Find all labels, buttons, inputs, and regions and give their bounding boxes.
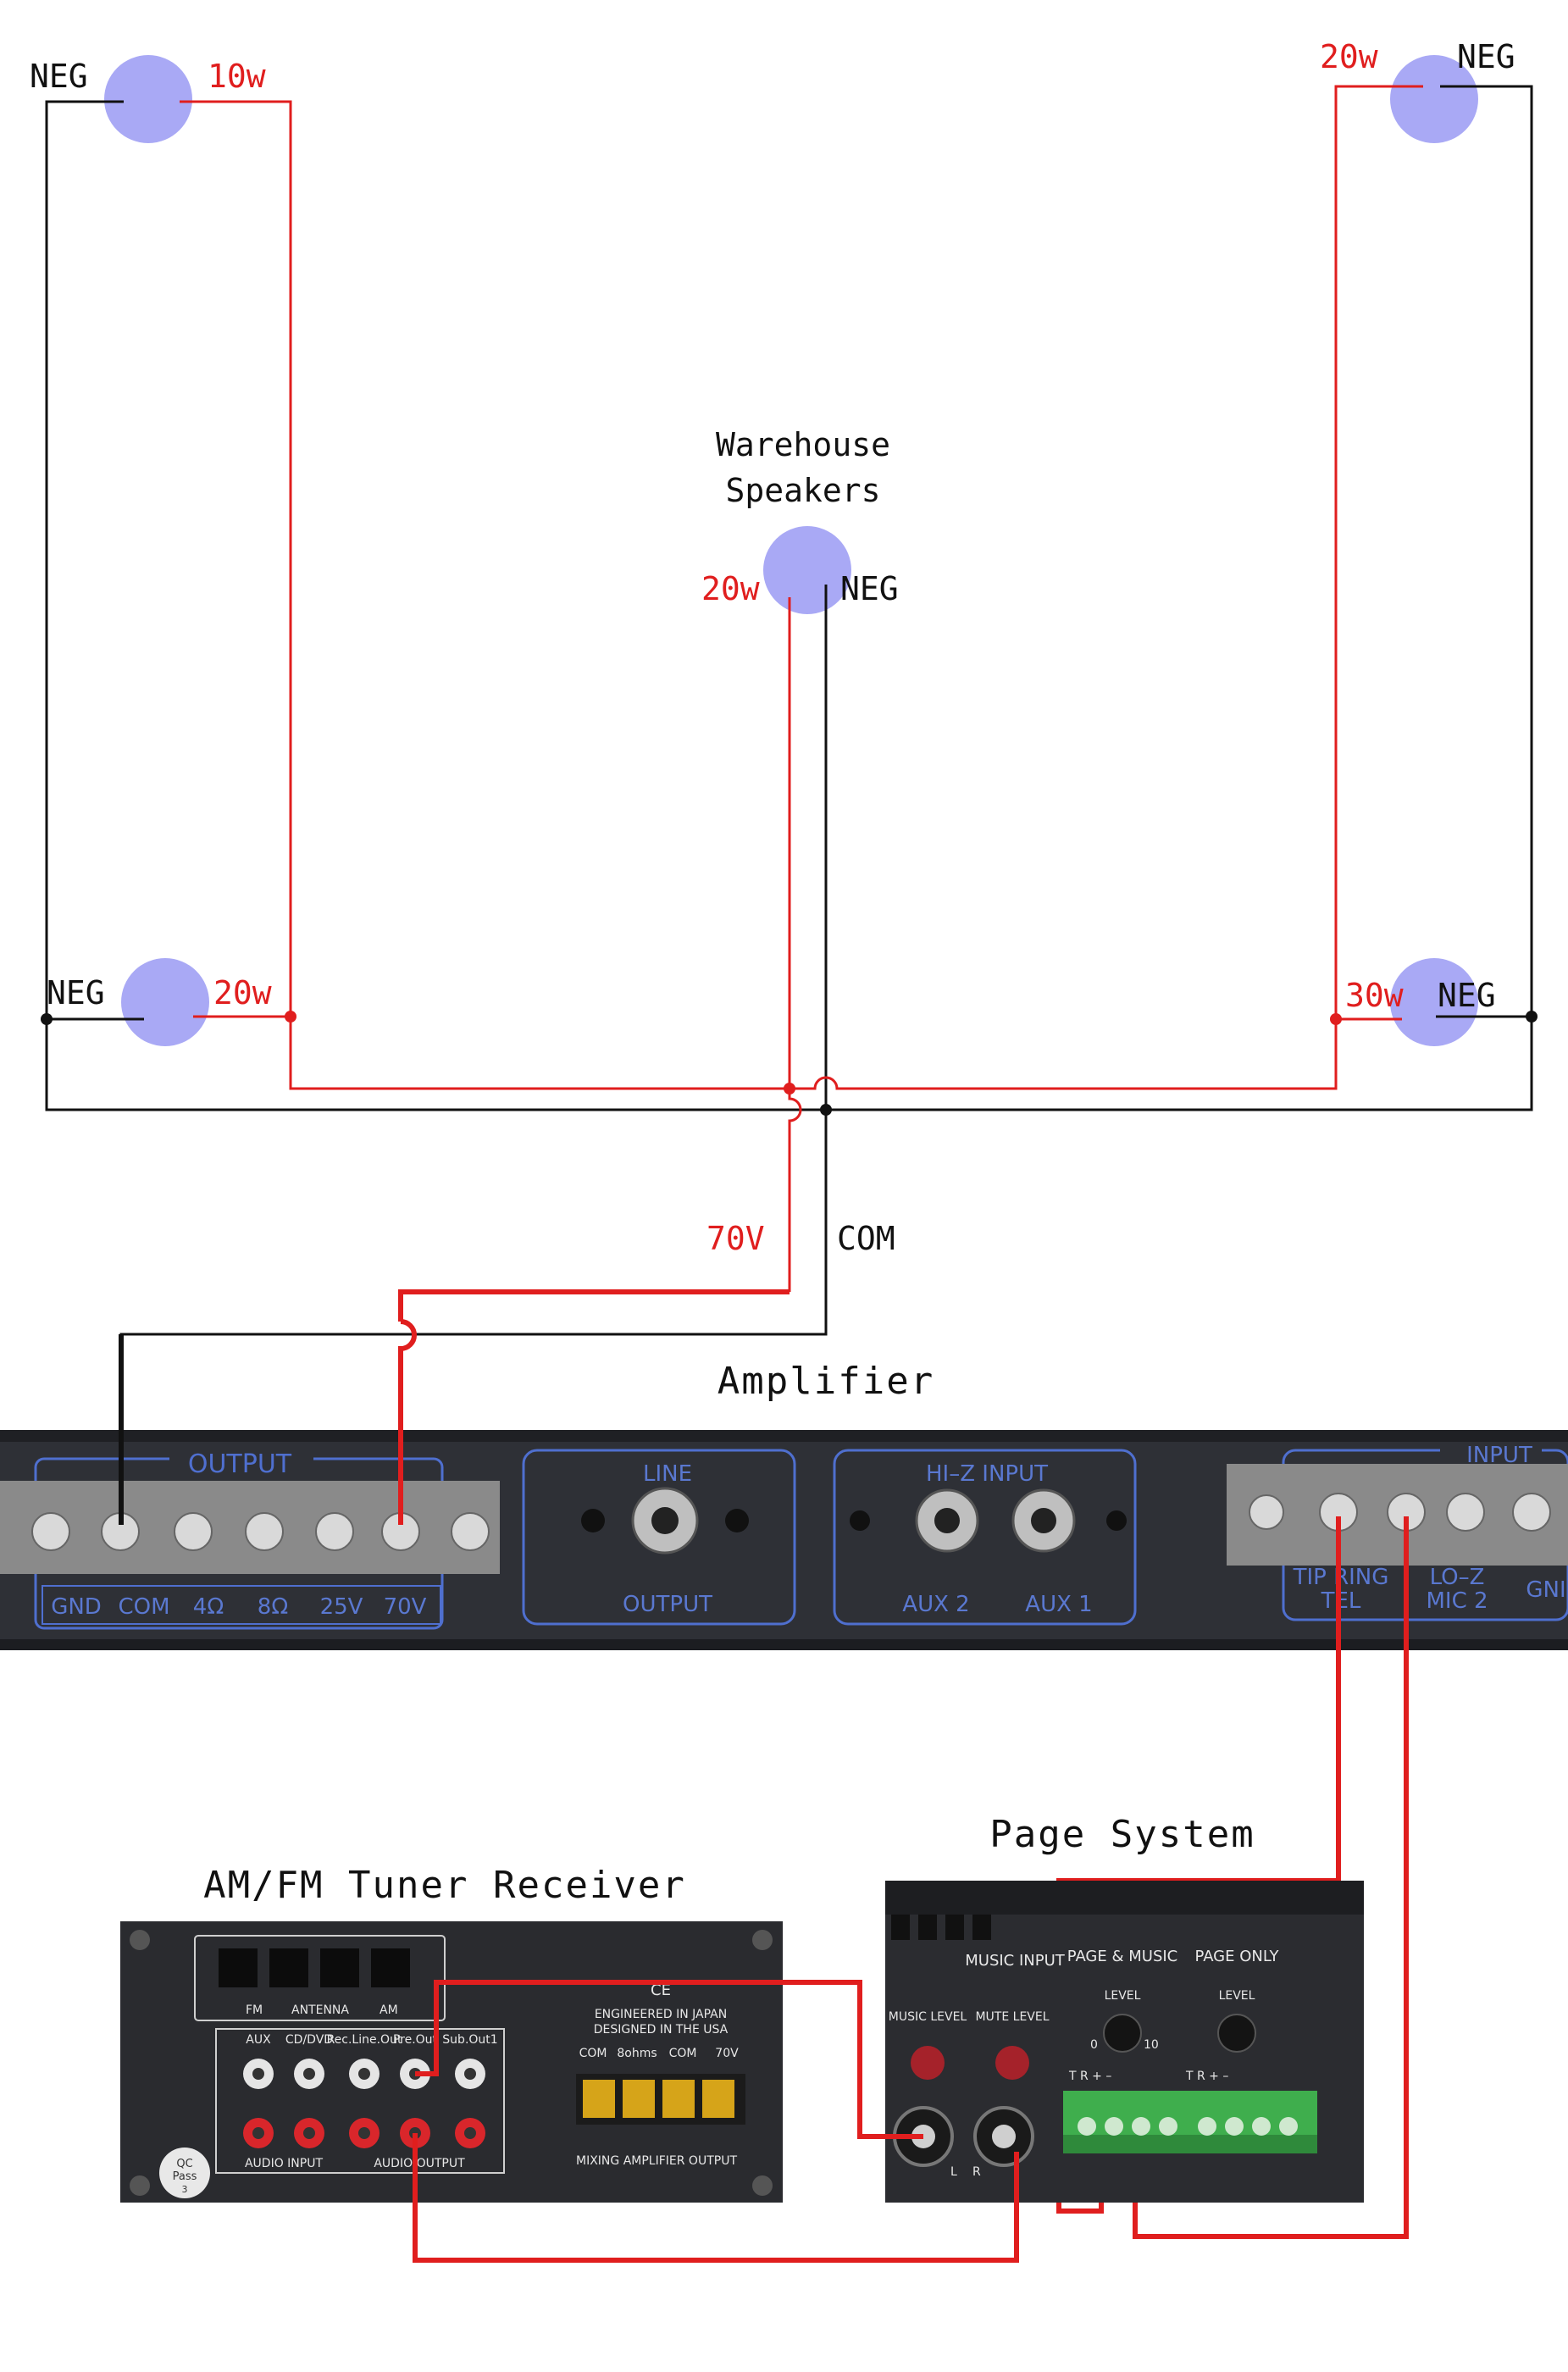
junction-dot xyxy=(784,1083,795,1095)
tuner-com-label-2: COM xyxy=(669,2047,697,2060)
amp-terminal-25v: 25V xyxy=(320,1594,363,1620)
speaker-bottom-left-tap-label: 20w xyxy=(213,974,272,1011)
amp-aux1-label: AUX 1 xyxy=(1025,1592,1092,1617)
line-common-label: COM xyxy=(837,1220,895,1257)
diagram-title-line1: Warehouse xyxy=(716,426,890,463)
tuner-engineered-line1: ENGINEERED IN JAPAN xyxy=(595,2008,727,2021)
tuner-70v-label: 70V xyxy=(715,2047,739,2060)
neg-wire-right-loop xyxy=(826,85,1533,1111)
speaker-top-left xyxy=(104,55,192,143)
speaker-top-right xyxy=(1390,55,1478,143)
speaker-top-left-tap-label: 10w xyxy=(208,58,266,95)
pos-wire-to-amp-hop xyxy=(398,1319,417,1516)
pos-wire-left-loop xyxy=(180,100,790,1090)
speaker-center-tap-label: 20w xyxy=(701,570,760,607)
tuner-aux-label: AUX xyxy=(246,2033,271,2047)
amp-gnd-label: GNI xyxy=(1526,1577,1565,1603)
speaker-center xyxy=(763,526,851,614)
speaker-bottom-right xyxy=(1390,958,1478,1046)
amplifier-title: Amplifier xyxy=(718,1360,934,1403)
tuner-audio-input-label: AUDIO INPUT xyxy=(245,2157,323,2170)
speaker-top-right-neg-label: NEG xyxy=(1457,38,1515,75)
amp-terminal-com: COM xyxy=(118,1594,169,1620)
speaker-bottom-left xyxy=(121,958,209,1046)
speaker-top-right-tap-label: 20w xyxy=(1320,38,1378,75)
speaker-bottom-right-tap-label: 30w xyxy=(1345,977,1404,1014)
amp-aux2-label: AUX 2 xyxy=(902,1592,969,1617)
tuner-recline-label: Rec.Line.Out xyxy=(327,2033,402,2047)
junction-dot xyxy=(1330,1013,1342,1025)
amp-terminal-70v: 70V xyxy=(384,1594,427,1620)
tuner-com-label-1: COM xyxy=(579,2047,607,2060)
tuner-qc-text-3: 3 xyxy=(182,2184,188,2195)
page-music-level-knob[interactable] xyxy=(911,2046,945,2080)
tuner-engineered-line2: DESIGNED IN THE USA xyxy=(594,2023,729,2037)
amp-mic2-label: MIC 2 xyxy=(1426,1588,1488,1614)
page-only-label: PAGE ONLY xyxy=(1194,1948,1279,1965)
junction-dot xyxy=(41,1013,53,1025)
amp-terminal-4ohm: 4Ω xyxy=(193,1594,224,1620)
junction-dot xyxy=(820,1104,832,1116)
tuner-qc-text-1: QC xyxy=(176,2158,192,2170)
tuner-8ohms-label: 8ohms xyxy=(617,2047,657,2060)
tuner-qc-sticker xyxy=(159,2148,210,2198)
tuner-antenna-label: ANTENNA xyxy=(291,2003,349,2017)
page-scale-min: 0 xyxy=(1090,2038,1098,2052)
junction-dot xyxy=(1526,1011,1538,1023)
pos-wire-crossover-right xyxy=(790,85,1391,1090)
tuner-am-label: AM xyxy=(380,2003,398,2017)
page-only-knob[interactable] xyxy=(1217,2014,1256,2053)
page-music-level-text: LEVEL xyxy=(1105,1989,1141,2003)
tuner-panel: FM ANTENNA AM AUX CD/DVD Rec.Line.Out Pr… xyxy=(120,1921,783,2203)
tuner-title: AM/FM Tuner Receiver xyxy=(203,1864,686,1907)
speaker-center-neg-label: NEG xyxy=(840,570,899,607)
pos-wire-to-amp xyxy=(398,1289,790,1322)
amp-line-output-label: OUTPUT xyxy=(623,1592,712,1617)
page-scale-max: 10 xyxy=(1144,2038,1159,2052)
speaker-top-left-neg-label: NEG xyxy=(30,58,88,95)
pos-wire-center xyxy=(788,597,802,1292)
amp-output-terminal-strip xyxy=(31,1512,490,1551)
tuner-fm-label: FM xyxy=(246,2003,263,2017)
page-mute-level-knob[interactable] xyxy=(995,2046,1029,2080)
page-mute-level-label: MUTE LEVEL xyxy=(975,2010,1049,2024)
amp-loz-label: LO–Z xyxy=(1430,1565,1485,1590)
wire-tuner-preout-r-to-page-r xyxy=(413,2133,1019,2263)
page-and-music-label: PAGE & MUSIC xyxy=(1067,1948,1178,1965)
page-only-level-text: LEVEL xyxy=(1219,1989,1255,2003)
line-voltage-label: 70V xyxy=(706,1220,765,1257)
junction-dot xyxy=(285,1011,296,1023)
tuner-qc-text-2: Pass xyxy=(173,2170,197,2183)
tuner-mixing-output-label: MIXING AMPLIFIER OUTPUT xyxy=(576,2154,737,2168)
page-trpm-label-left: T R + – xyxy=(1068,2070,1111,2083)
page-system-title: Page System xyxy=(989,1813,1255,1856)
page-system-panel: MUSIC INPUT MUSIC LEVEL MUTE LEVEL PAGE … xyxy=(885,1881,1364,2203)
page-jack-r-label: R xyxy=(972,2165,981,2179)
speaker-bottom-left-neg-label: NEG xyxy=(47,974,105,1011)
neg-wire-left-loop xyxy=(45,100,826,1111)
page-music-input-label: MUSIC INPUT xyxy=(965,1952,1066,1970)
tuner-audio-output-label: AUDIO OUTPUT xyxy=(374,2157,465,2170)
amp-terminal-gnd: GND xyxy=(51,1594,102,1620)
tuner-subout1-label: Sub.Out1 xyxy=(442,2033,497,2047)
page-and-music-knob[interactable] xyxy=(1103,2014,1142,2053)
tuner-ce-mark: CE xyxy=(651,1981,671,1999)
page-jack-l-label: L xyxy=(950,2165,957,2179)
amp-hiz-label: HI–Z INPUT xyxy=(926,1461,1048,1487)
page-trpm-label-right: T R + – xyxy=(1185,2070,1228,2083)
speaker-bottom-right-neg-label: NEG xyxy=(1438,977,1496,1014)
amp-line-label: LINE xyxy=(643,1461,692,1487)
diagram-title-line2: Speakers xyxy=(725,472,880,509)
page-music-level-label: MUSIC LEVEL xyxy=(889,2010,967,2024)
tuner-cddvd-label: CD/DVD xyxy=(285,2033,333,2047)
amplifier-panel: OUTPUT GND COM 4Ω 8Ω 25V 70V LINE OUTPUT… xyxy=(0,1430,1568,1650)
amp-terminal-8ohm: 8Ω xyxy=(258,1594,288,1620)
tuner-preout-label: Pre.Out xyxy=(393,2033,438,2047)
wire-tuner-preout-l-to-page-l xyxy=(415,1980,923,2139)
amp-output-label: OUTPUT xyxy=(188,1449,292,1479)
